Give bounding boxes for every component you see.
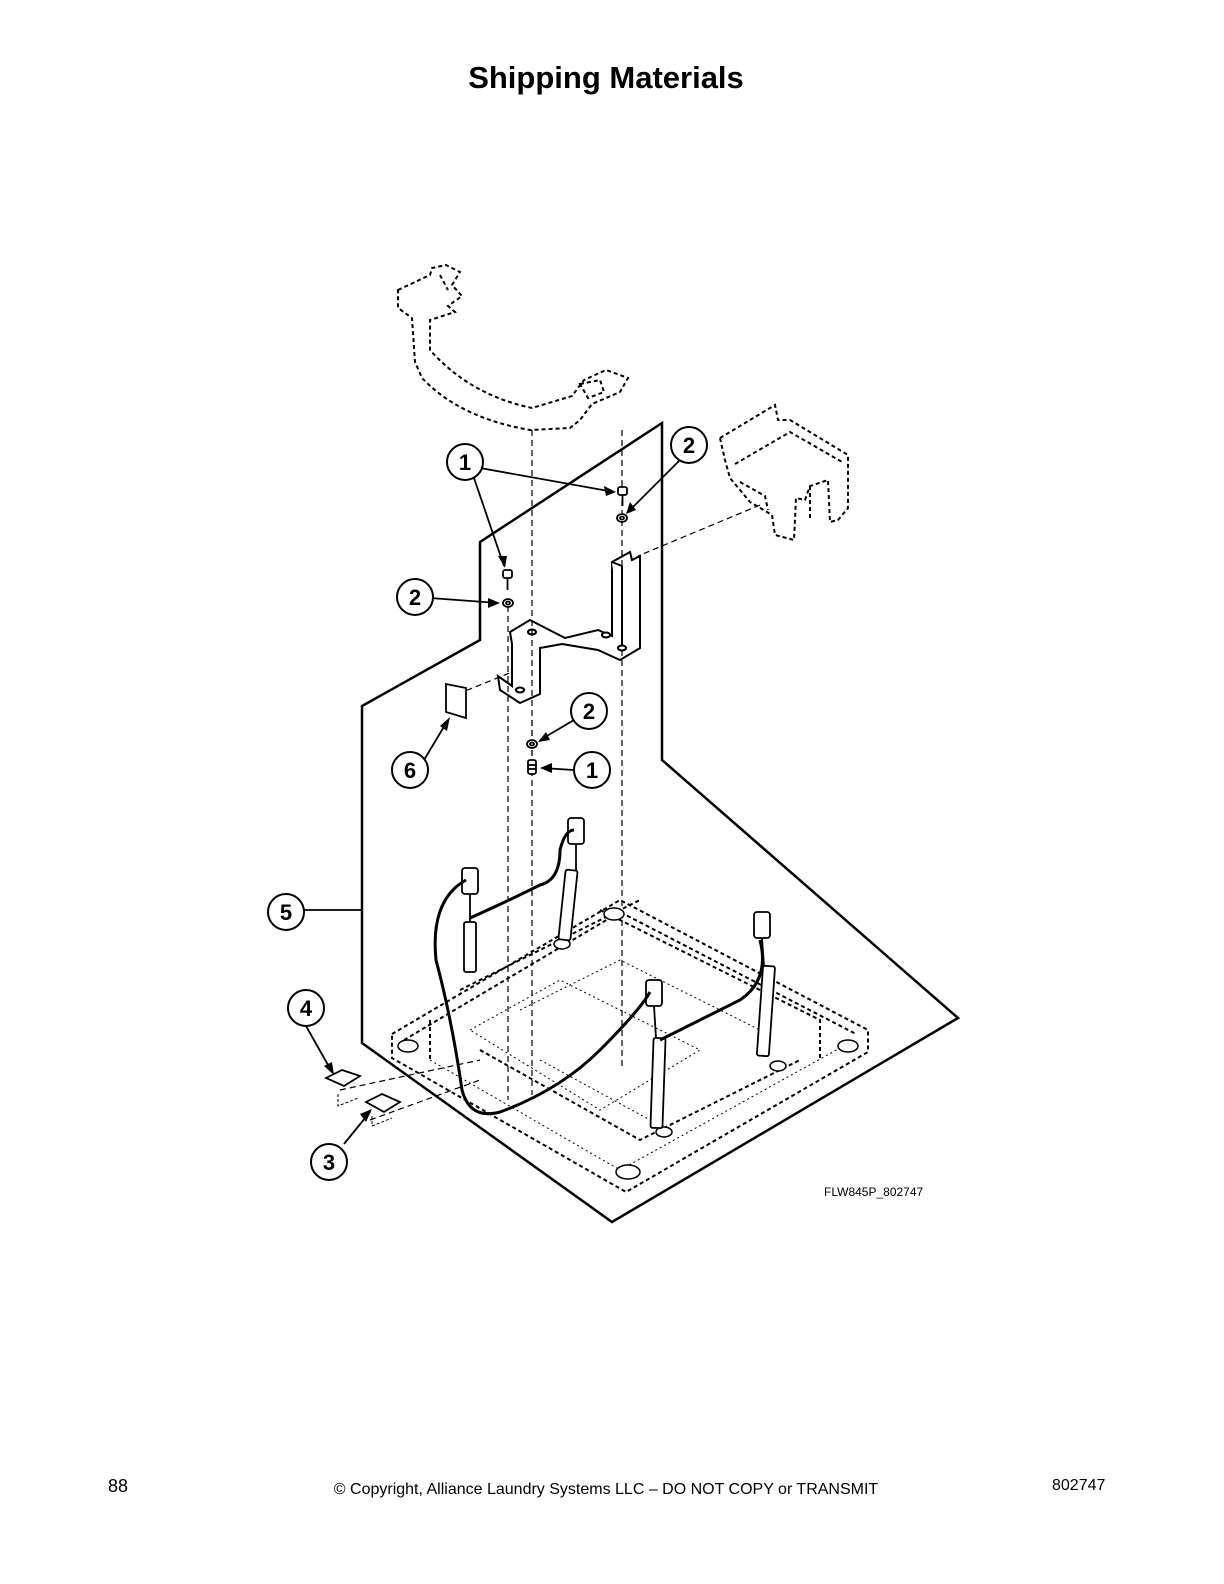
callout-circles: [267, 426, 708, 1181]
callout-label: 2: [583, 699, 595, 724]
document-number: 802747: [1052, 1477, 1106, 1494]
label-item-6: [445, 682, 467, 720]
callout-label: 6: [404, 758, 416, 783]
label-item-4: [323, 1069, 363, 1088]
page-number: 88: [108, 1476, 129, 1496]
screws-and-washers: [502, 486, 628, 775]
center-shipping-bracket: [496, 550, 641, 705]
label-item-3: [364, 1093, 402, 1114]
callout-label: 2: [683, 433, 695, 458]
callout-label: 1: [459, 450, 471, 475]
tub-support-arch: [397, 263, 630, 432]
callout-label: 5: [280, 900, 292, 925]
leader-arrowheads: [324, 486, 636, 1122]
dampers: [461, 817, 776, 1130]
callout-label: 4: [300, 996, 313, 1021]
base-feet: [397, 907, 859, 1180]
carton-outline: [360, 420, 961, 1224]
right-bracket: [718, 403, 849, 542]
callout-label: 1: [586, 758, 598, 783]
callout-label: 2: [409, 585, 421, 610]
callout-label: 3: [323, 1150, 335, 1175]
figure-id: FLW845P_802747: [824, 1185, 924, 1199]
base-frame: [391, 898, 869, 1194]
assembly-guide-lines: [339, 430, 761, 1121]
damper-cables: [433, 828, 764, 1116]
page-title: Shipping Materials: [468, 60, 744, 95]
copyright-notice: © Copyright, Alliance Laundry Systems LL…: [333, 1481, 879, 1498]
